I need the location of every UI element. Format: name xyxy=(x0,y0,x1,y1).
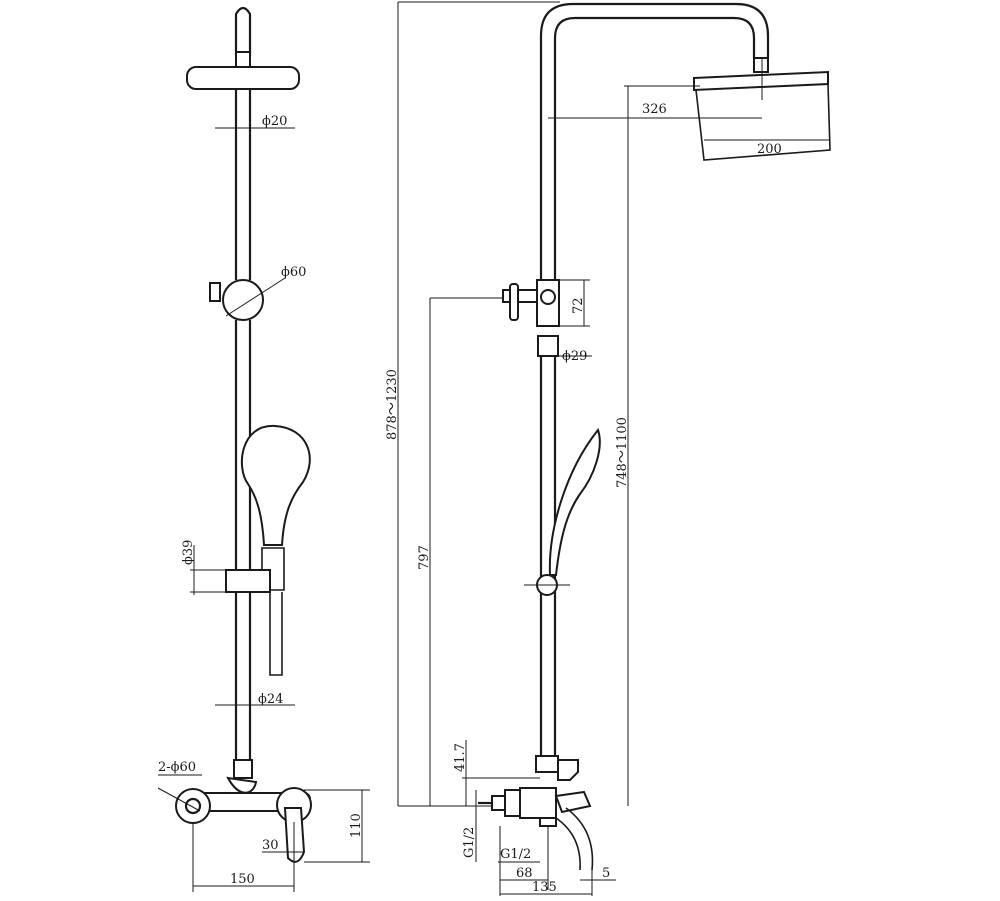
dim-top-pipe-diameter: ϕ20 xyxy=(262,114,287,129)
hand-shower xyxy=(240,424,311,546)
riser-collar xyxy=(537,335,559,357)
dim-centers-width: 150 xyxy=(230,872,255,887)
dim-head-reach: 326 xyxy=(642,102,667,117)
dim-inlet-thread-left: G1/2 xyxy=(462,827,477,858)
side-shower-head-top xyxy=(693,70,829,92)
dim-slider-diameter: ϕ39 xyxy=(181,540,196,565)
holder-knob xyxy=(209,282,221,302)
dim-total-depth: 135 xyxy=(532,880,557,895)
side-handle xyxy=(554,790,592,814)
dim-overall-height: 878～1230 xyxy=(385,369,400,440)
dim-riser-diameter: ϕ29 xyxy=(562,349,587,364)
diverter-coupling xyxy=(233,759,253,779)
dim-valve-block: 72 xyxy=(571,297,586,314)
dim-head-width: 200 xyxy=(757,142,782,157)
front-view: ϕ20 ϕ60 ϕ39 ϕ24 2-ϕ60 xyxy=(157,6,370,892)
dim-leader-flange xyxy=(157,787,201,812)
dim-handle-offset: 30 xyxy=(262,838,279,853)
dim-flange-diameter: 2-ϕ60 xyxy=(158,760,196,775)
dim-adjust-range: 748～1100 xyxy=(615,417,630,488)
head-connector xyxy=(235,51,251,68)
dim-leader-phi60 xyxy=(225,277,286,317)
slider-block xyxy=(225,569,271,593)
dim-handle-gap: 5 xyxy=(602,866,610,881)
dim-holder-diameter: ϕ60 xyxy=(281,265,306,280)
side-shower-head-outline xyxy=(695,83,831,161)
dim-inlet-depth: 68 xyxy=(516,866,533,881)
arm-connector xyxy=(753,57,769,73)
side-mixer-body xyxy=(519,787,557,819)
front-shower-head xyxy=(186,66,300,90)
side-coupling xyxy=(535,755,559,773)
dim-mixer-height: 110 xyxy=(349,813,364,838)
side-eccentric xyxy=(504,789,521,817)
top-pipe xyxy=(234,6,252,55)
dim-outlet-height: 41.7 xyxy=(453,743,468,772)
dim-inlet-thread-bottom: G1/2 xyxy=(500,847,531,862)
diverter-lever xyxy=(226,776,258,794)
holder-ring xyxy=(222,279,264,321)
side-diverter xyxy=(557,759,579,781)
dim-diverter-height: 797 xyxy=(417,545,432,570)
side-holder-knob xyxy=(502,289,538,303)
left-flange xyxy=(175,788,211,824)
side-hand-shower xyxy=(548,427,601,576)
shower-arm xyxy=(539,2,770,280)
dim-lower-pipe-diameter: ϕ24 xyxy=(258,692,283,707)
side-view: 878～1230 326 200 748～1100 72 797 xyxy=(385,1,831,896)
hose xyxy=(269,592,283,676)
